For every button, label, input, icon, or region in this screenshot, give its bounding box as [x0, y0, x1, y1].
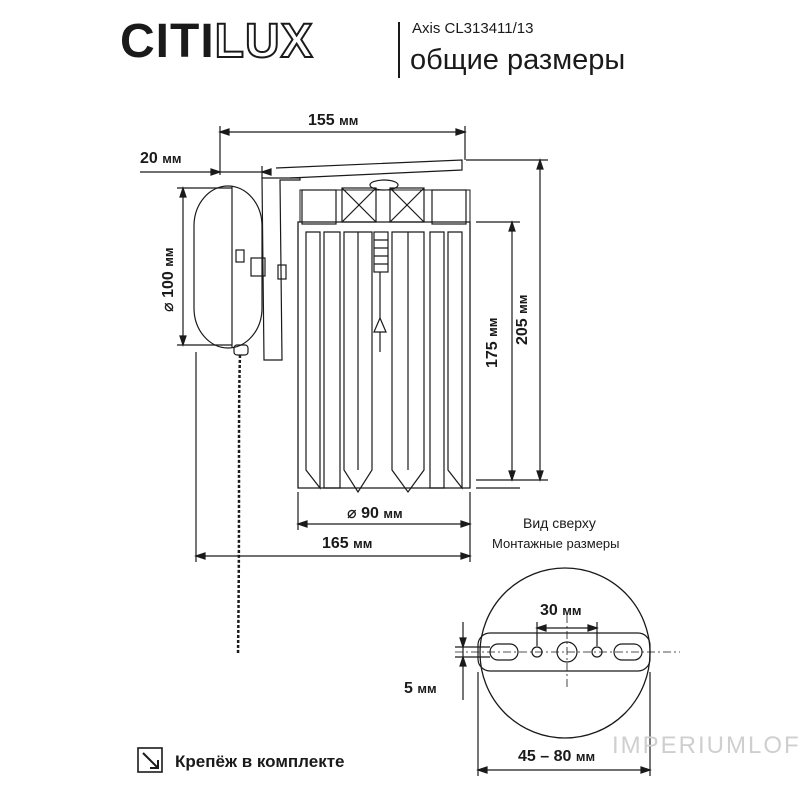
fasteners-note: Крепёж в комплекте — [175, 752, 345, 771]
dim-label-projection: 165 мм — [322, 535, 372, 553]
dim-unit: мм — [485, 317, 500, 337]
dim-value: 155 — [308, 112, 335, 129]
dim-unit: мм — [417, 681, 437, 696]
brand-logo: CITILUX — [120, 12, 314, 72]
dim-label-total-height: 205 мм — [514, 295, 532, 345]
dim-value: 30 — [540, 602, 558, 619]
dim-unit: мм — [162, 151, 182, 166]
crystal-top-1 — [301, 189, 337, 225]
dim-unit: мм — [161, 247, 176, 267]
arm-vertical — [261, 177, 301, 361]
dim-unit: мм — [575, 749, 596, 764]
dim-label-shade-height: 175 мм — [484, 318, 502, 368]
dim-value: 45 – 80 — [518, 748, 572, 765]
top-view-plate — [479, 567, 651, 739]
mount-screw — [250, 257, 266, 277]
wall-base-plate — [193, 185, 263, 349]
dim-value: 5 — [404, 680, 413, 697]
pull-switch — [233, 344, 249, 356]
brand-logo-outline: LUX — [214, 14, 314, 69]
dim-unit: мм — [353, 536, 373, 551]
page-subtitle: общие размеры — [410, 44, 626, 76]
dim-value: 165 — [322, 535, 349, 552]
dim-unit: мм — [515, 294, 530, 314]
dim-value: ⌀ 90 — [347, 505, 379, 522]
crystal-top-3 — [389, 187, 425, 223]
dim-label-hole-spacing: 30 мм — [540, 602, 581, 620]
dim-unit: мм — [383, 506, 403, 521]
dim-value: 175 — [484, 341, 501, 368]
crystal-top-4 — [431, 189, 467, 225]
model-name: Axis CL313411/13 — [412, 20, 534, 37]
header-separator — [398, 22, 400, 78]
brand-logo-main: CITI — [120, 15, 215, 68]
dim-label-shade-diameter: ⌀ 90 мм — [347, 503, 403, 523]
arrow-diagonal-icon — [137, 747, 163, 773]
arm-horizontal — [275, 159, 463, 179]
dim-label-base-diameter: ⌀ 100 мм — [158, 248, 178, 312]
top-view-subtitle: Монтажные размеры — [492, 536, 620, 551]
dim-unit: мм — [339, 113, 359, 128]
crystal-top-2 — [341, 187, 377, 223]
lamp-socket — [373, 231, 389, 273]
dim-unit: мм — [562, 603, 582, 618]
dim-label-width: 155 мм — [308, 112, 358, 130]
watermark: IMPERIUMLOFT — [612, 732, 800, 759]
dim-value: 20 — [140, 150, 158, 167]
top-view-title: Вид сверху — [523, 515, 596, 531]
crystal-prism — [343, 231, 373, 494]
pull-chain — [236, 354, 242, 656]
dim-value: ⌀ 100 — [160, 271, 177, 312]
dim-label-hole-size: 5 мм — [404, 680, 437, 698]
dim-label-base-depth: 20 мм — [140, 150, 181, 168]
dim-value: 205 — [514, 318, 531, 345]
dim-label-slot-range: 45 – 80 мм — [518, 748, 595, 766]
